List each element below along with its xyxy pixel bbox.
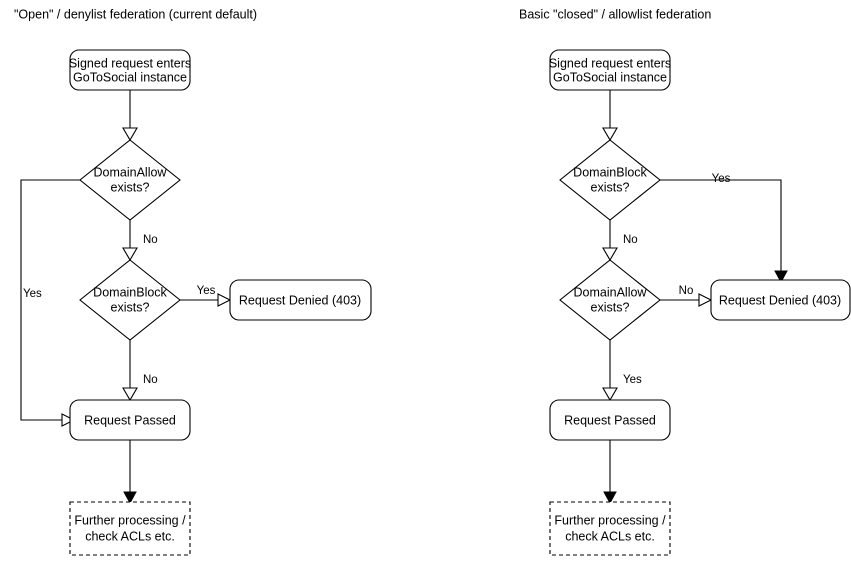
edge-requestpassed-to-further-left bbox=[123, 440, 137, 505]
edge-label-domainblock-yes-right: Yes bbox=[712, 173, 731, 185]
edge-domainblock-no-right: No bbox=[602, 220, 638, 262]
column-open-denylist: "Open" / denylist federation (current de… bbox=[14, 7, 372, 556]
column-title-open-denylist: "Open" / denylist federation (current de… bbox=[14, 7, 257, 21]
further-processing-box-left[interactable] bbox=[69, 501, 191, 556]
domainblock-label-line2-left: exists? bbox=[111, 300, 150, 314]
arrowhead-hollow-down-icon bbox=[602, 387, 618, 402]
node-domainblock-left[interactable]: DomainBlock exists? bbox=[79, 259, 181, 341]
entry-label-line1-left: Signed request enters bbox=[69, 56, 191, 70]
request-denied-box-left[interactable] bbox=[229, 279, 372, 321]
edge-label-domainblock-no-right: No bbox=[623, 234, 638, 246]
edge-requestpassed-to-further-right bbox=[603, 440, 617, 505]
request-passed-label-left: Request Passed bbox=[84, 413, 176, 427]
domainblock-label-line1-left: DomainBlock bbox=[93, 285, 167, 299]
further-processing-label-line2-left: check ACLs etc. bbox=[85, 529, 175, 543]
node-request-passed-left[interactable]: Request Passed bbox=[69, 399, 191, 441]
entry-label-line1-right: Signed request enters bbox=[549, 56, 671, 70]
domainallow-label-line2-right: exists? bbox=[591, 300, 630, 314]
node-domainblock-right[interactable]: DomainBlock exists? bbox=[559, 139, 661, 221]
edge-domainblock-no-left: No bbox=[122, 340, 158, 402]
request-denied-label-left: Request Denied (403) bbox=[239, 293, 361, 307]
request-denied-label-right: Request Denied (403) bbox=[719, 293, 841, 307]
arrowhead-hollow-right-icon bbox=[217, 293, 232, 307]
further-processing-label-line1-right: Further processing / bbox=[554, 513, 666, 527]
arrowhead-filled-down-icon bbox=[603, 491, 617, 505]
arrowhead-hollow-down-icon bbox=[122, 247, 138, 262]
arrowhead-hollow-down-icon bbox=[122, 127, 138, 142]
node-request-denied-right[interactable]: Request Denied (403) bbox=[710, 279, 851, 321]
further-processing-label-line2-right: check ACLs etc. bbox=[565, 529, 655, 543]
edge-domainallow-yes-left: Yes bbox=[20, 179, 80, 427]
domainallow-label-line2-left: exists? bbox=[111, 180, 150, 194]
request-passed-label-right: Request Passed bbox=[564, 413, 656, 427]
edge-domainallow-yes-right: Yes bbox=[602, 340, 642, 402]
entry-label-line2-left: GoToSocial instance bbox=[73, 70, 187, 84]
arrowhead-filled-down-icon bbox=[123, 491, 137, 505]
edge-domainblock-yes-right: Yes bbox=[660, 173, 788, 284]
further-processing-box-right[interactable] bbox=[549, 501, 671, 556]
arrowhead-hollow-down-icon bbox=[602, 247, 618, 262]
edge-label-domainallow-no-right: No bbox=[679, 285, 694, 297]
arrowhead-hollow-down-icon bbox=[122, 387, 138, 402]
domainallow-label-line1-right: DomainAllow bbox=[574, 285, 648, 299]
domainblock-label-line2-right: exists? bbox=[591, 180, 630, 194]
edge-label-domainallow-yes-right: Yes bbox=[623, 374, 642, 386]
column-title-closed-allowlist: Basic "closed" / allowlist federation bbox=[519, 7, 711, 21]
entry-label-line2-right: GoToSocial instance bbox=[553, 70, 667, 84]
edge-label-domainallow-yes-left: Yes bbox=[23, 288, 42, 300]
arrowhead-hollow-right-icon bbox=[698, 293, 713, 307]
edge-entry-to-domainblock-right bbox=[602, 90, 618, 142]
edge-domainallow-no-right: No bbox=[660, 285, 713, 307]
domainallow-label-line1-left: DomainAllow bbox=[94, 165, 168, 179]
edge-entry-to-domainallow-left bbox=[122, 90, 138, 142]
further-processing-label-line1-left: Further processing / bbox=[74, 513, 186, 527]
arrowhead-hollow-right-icon bbox=[61, 413, 76, 427]
node-further-processing-right[interactable]: Further processing / check ACLs etc. bbox=[549, 501, 671, 556]
edge-label-domainblock-yes-left: Yes bbox=[197, 285, 216, 297]
node-request-passed-right[interactable]: Request Passed bbox=[549, 399, 671, 441]
domainblock-label-line1-right: DomainBlock bbox=[573, 165, 647, 179]
edge-domainblock-yes-left: Yes bbox=[180, 285, 232, 307]
edge-label-domainallow-no-left: No bbox=[143, 234, 158, 246]
edge-label-domainblock-no-left: No bbox=[143, 374, 158, 386]
column-closed-allowlist: Basic "closed" / allowlist federation Si… bbox=[519, 7, 851, 556]
request-denied-box-right[interactable] bbox=[710, 279, 851, 321]
node-entry-right[interactable]: Signed request enters GoToSocial instanc… bbox=[549, 49, 671, 91]
node-further-processing-left[interactable]: Further processing / check ACLs etc. bbox=[69, 501, 191, 556]
node-request-denied-left[interactable]: Request Denied (403) bbox=[229, 279, 372, 321]
edge-domainallow-no-left: No bbox=[122, 220, 158, 262]
node-domainallow-right[interactable]: DomainAllow exists? bbox=[559, 259, 661, 341]
node-domainallow-left[interactable]: DomainAllow exists? bbox=[79, 139, 181, 221]
arrowhead-filled-down-icon bbox=[774, 270, 788, 284]
arrowhead-hollow-down-icon bbox=[602, 127, 618, 142]
node-entry-left[interactable]: Signed request enters GoToSocial instanc… bbox=[69, 49, 191, 91]
